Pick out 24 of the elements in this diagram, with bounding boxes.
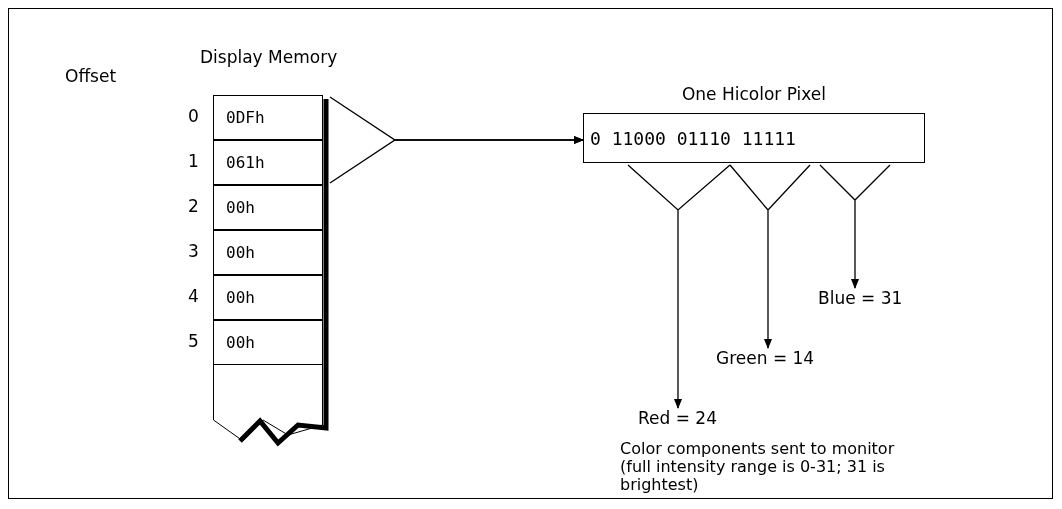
offset-number: 3 — [188, 241, 199, 261]
box-heading: One Hicolor Pixel — [680, 84, 828, 104]
bracket-arrow — [627, 164, 731, 409]
component-value: Green = 14 — [716, 348, 826, 372]
bracket-arrow — [729, 164, 811, 349]
memory-cell: 00h — [213, 275, 323, 320]
memory-cell: 00h — [213, 230, 323, 275]
note-text: Color components sent to monitor (full intensity range is 0-31; 31 is brightest) — [620, 440, 896, 494]
memory-cell: 00h — [213, 185, 323, 230]
component-value: Red = 24 — [638, 408, 738, 432]
bracket-arrow — [329, 136, 584, 184]
axis-title: Offset — [65, 66, 117, 86]
offset-number: 0 — [188, 106, 199, 126]
memory-cell: 00h — [213, 320, 323, 365]
column-heading: Display Memory — [200, 47, 338, 67]
component-value: Blue = 31 — [818, 288, 918, 312]
memory-cell: 061h — [213, 140, 323, 185]
offset-number: 1 — [188, 151, 199, 171]
memory-cell: 0DFh — [213, 95, 323, 140]
bracket-arrow — [819, 164, 891, 289]
offset-number: 4 — [188, 286, 199, 306]
offset-number: 5 — [188, 331, 199, 351]
bit-field-box: 0 11000 01110 11111 — [583, 113, 925, 163]
offset-number: 2 — [188, 196, 199, 216]
